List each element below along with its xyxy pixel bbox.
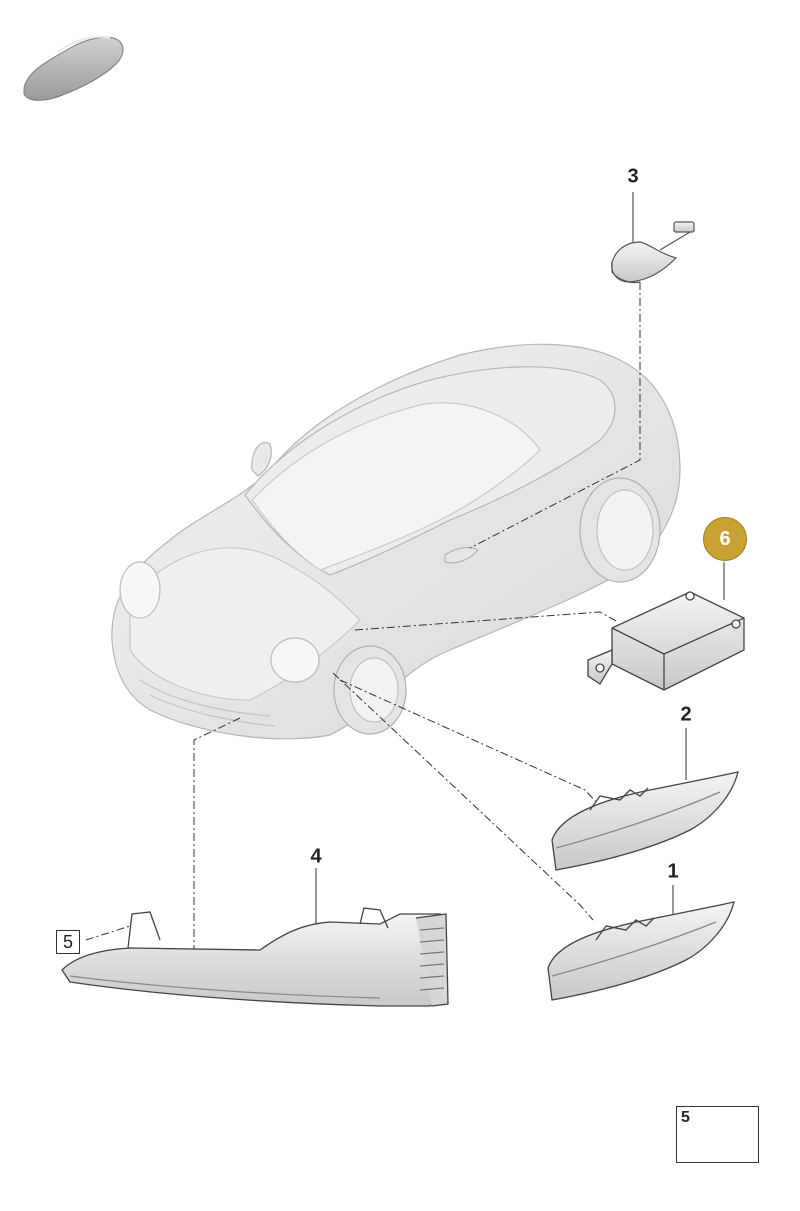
- part-1-side-marker[interactable]: [547, 901, 735, 1001]
- part-2-side-marker[interactable]: [551, 771, 739, 871]
- part-3-sensor[interactable]: [611, 221, 695, 284]
- screw-legend-box: 5: [676, 1106, 759, 1163]
- part-4-front-light[interactable]: [61, 907, 449, 1007]
- callout-5-boxed[interactable]: 5: [56, 930, 80, 954]
- callout-2[interactable]: 2: [680, 703, 692, 726]
- leader-lines: [85, 282, 641, 950]
- callout-4[interactable]: 4: [310, 845, 322, 868]
- car-silhouette-icon[interactable]: [23, 35, 124, 101]
- car-body-illustration: [111, 343, 681, 740]
- callout-lines: [315, 192, 725, 924]
- legend-number: 5: [681, 1109, 690, 1126]
- part-6-control-unit[interactable]: [587, 591, 745, 691]
- callout-1[interactable]: 1: [667, 860, 679, 883]
- callout-3[interactable]: 3: [627, 165, 639, 188]
- callout-6-highlighted[interactable]: 6: [703, 517, 747, 561]
